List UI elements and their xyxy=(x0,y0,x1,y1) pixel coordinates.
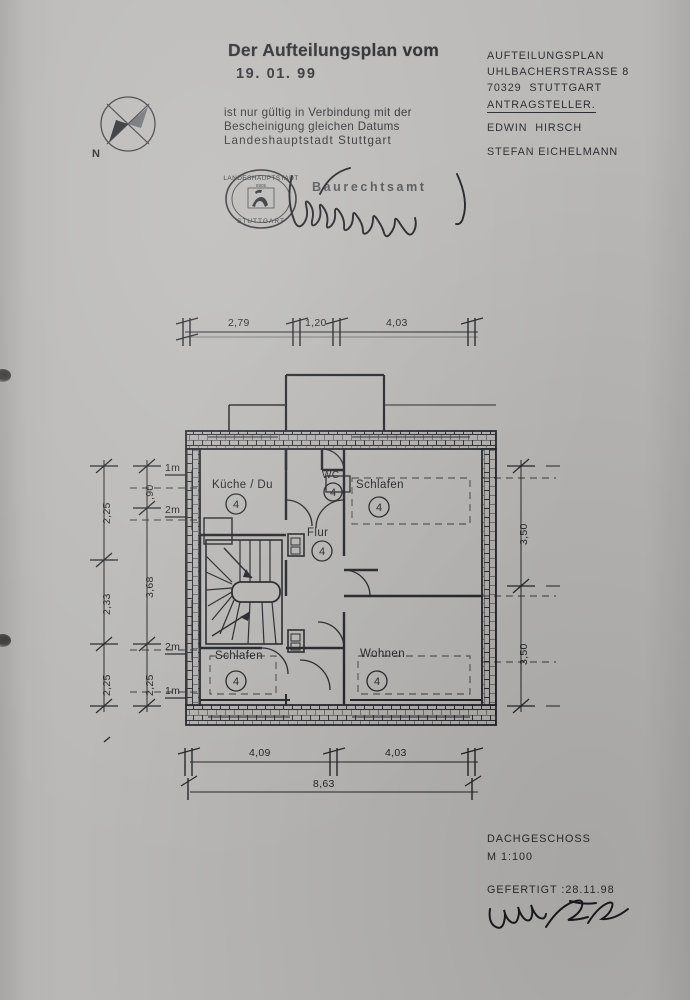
draftsman-signature xyxy=(488,899,629,929)
dim-top-2: 1,20 xyxy=(305,317,327,329)
dim-bottom-1: 4,09 xyxy=(249,747,271,759)
compass-north-label: N xyxy=(92,148,100,160)
dim-bottom-total: 8,63 xyxy=(313,778,335,790)
validity-line-3: Landeshauptstadt Stuttgart xyxy=(224,134,392,147)
approval-signature xyxy=(288,167,466,238)
dim-top-1: 2,79 xyxy=(228,317,250,329)
binder-hole xyxy=(0,634,11,647)
address-line-1: AUFTEILUNGSPLAN xyxy=(487,50,605,62)
height-mark-2m-top: 2m xyxy=(165,504,181,516)
validity-line-2: Bescheinigung gleichen Datums xyxy=(224,120,400,133)
validity-line-1: ist nur gültig in Verbindung mit der xyxy=(224,106,412,119)
applicant-name-1: EDWIN HIRSCH xyxy=(487,122,583,134)
room-label-schlafen-top: Schlafen xyxy=(356,479,404,491)
stamp-inner-text: 8905 xyxy=(256,183,267,188)
page-title: Der Aufteilungsplan vom xyxy=(228,40,440,60)
address-line-2: UHLBACHERSTRASSE 8 xyxy=(487,66,630,78)
prepared-date: GEFERTIGT :28.11.98 xyxy=(487,884,615,896)
binder-hole xyxy=(0,369,11,382)
room-label-kueche: Küche / Du xyxy=(212,479,273,491)
address-line-3: 70329 STUTTGART xyxy=(487,82,603,94)
applicant-name-2: STEFAN EICHELMANN xyxy=(487,146,619,158)
baurechtsamt-label: Baurechtsamt xyxy=(312,180,427,194)
room-label-flur: Flur xyxy=(307,527,329,539)
stamp-top-text: LANDESHAUPTSTADT xyxy=(223,175,298,182)
height-mark-1m-bottom: 1m xyxy=(165,685,181,697)
scale-label: M 1:100 xyxy=(487,851,534,863)
compass-rose-icon xyxy=(100,96,156,152)
room-label-wohnen: Wohnen xyxy=(360,648,406,660)
applicant-heading: ANTRAGSTELLER. xyxy=(487,99,596,113)
height-mark-1m-top: 1m xyxy=(165,462,181,474)
stamp-bottom-text: STUTTGART xyxy=(237,218,285,225)
dim-bottom-2: 4,03 xyxy=(385,747,407,759)
floor-label: DACHGESCHOSS xyxy=(487,833,591,845)
dim-top-3: 4,03 xyxy=(386,317,408,329)
date-stamp: 19. 01. 99 xyxy=(236,66,317,82)
